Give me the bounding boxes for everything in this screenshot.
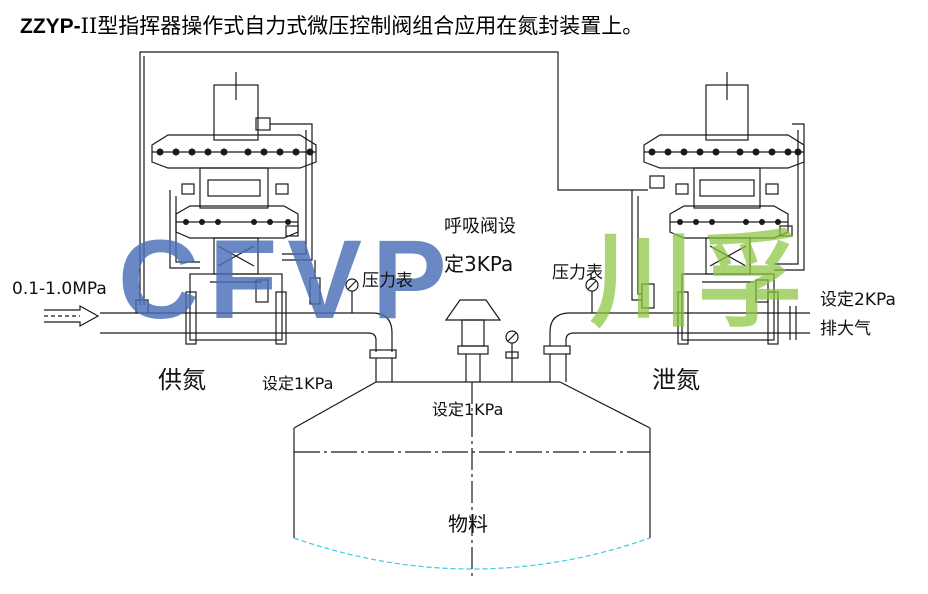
- vent-nitrogen-label: 泄氮: [652, 366, 700, 394]
- storage-tank: [293, 299, 651, 578]
- title-text: II型指挥器操作式自力式微压控制阀组合应用在氮封装置上。: [80, 14, 644, 38]
- supply-pipe: [44, 278, 397, 382]
- material-label: 物料: [448, 512, 488, 536]
- tank-bottom: [293, 537, 651, 570]
- impulse-line: [139, 51, 648, 305]
- tank-nozzle-right: [543, 345, 571, 355]
- inlet-arrow-icon: [44, 304, 100, 328]
- exhaust-label: 排大气: [820, 319, 871, 339]
- supply-nitrogen-label: 供氮: [158, 366, 206, 394]
- inlet-pressure-label: 0.1-1.0MPa: [12, 279, 107, 299]
- tank-setpoint-label: 设定1KPa: [432, 400, 504, 419]
- gauge-right-label: 压力表: [552, 263, 603, 283]
- watermark-chinese: 川孚: [590, 224, 807, 340]
- model-code: ZZYP-: [20, 15, 81, 38]
- vent-valve-assembly: [631, 72, 805, 345]
- breather-setpoint-line1: 呼吸阀设: [444, 216, 516, 237]
- watermark-latin: CFVP: [118, 217, 457, 342]
- vent-pipe: [543, 278, 810, 382]
- gauge-left-label: 压力表: [362, 271, 413, 291]
- breather-setpoint-line2: 定3KPa: [444, 252, 514, 276]
- vent-setpoint-label: 设定2KPa: [820, 290, 896, 310]
- left-setpoint-label: 设定1KPa: [262, 374, 334, 393]
- diagram-title: ZZYP-II型指挥器操作式自力式微压控制阀组合应用在氮封装置上。: [20, 10, 643, 40]
- supply-valve-assembly: [151, 72, 321, 345]
- tank-nozzle-left: [369, 349, 397, 359]
